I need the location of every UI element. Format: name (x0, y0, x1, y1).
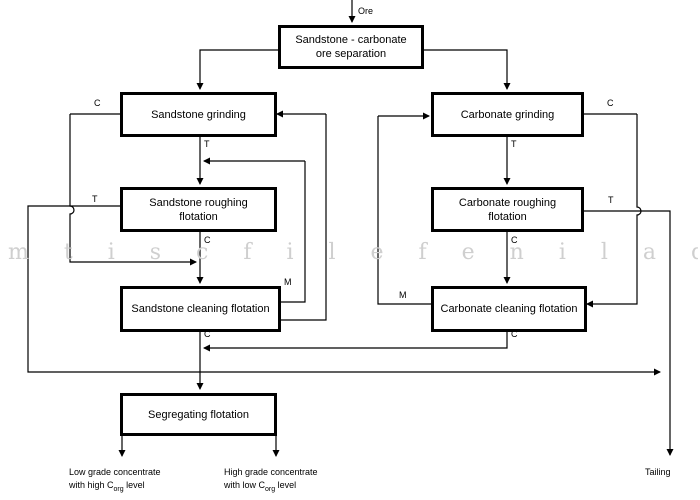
carbonate-cleaning-box: Carbonate cleaning flotation (431, 286, 587, 332)
s-outer-loop (281, 114, 327, 321)
c-conc-merge (203, 332, 508, 352)
label-c-srough: C (204, 235, 211, 245)
low-grade-line2: with high Corg level (69, 479, 161, 496)
sep-to-carb-arrow (423, 49, 511, 90)
label-m-cclean: M (399, 290, 407, 300)
sandstone-roughing-box: Sandstone roughing flotation (120, 187, 277, 232)
c-tail-line (583, 210, 674, 456)
label-m-sclean: M (284, 277, 292, 287)
carbonate-roughing-box: Carbonate roughing flotation (431, 187, 584, 232)
low-grade-prefix: with high C (69, 480, 114, 490)
low-grade-sub: org (113, 485, 124, 493)
label-c-crough: C (511, 235, 518, 245)
low-grade-level: level (126, 480, 145, 490)
low-grade-output: Low grade concentrate with high Corg lev… (69, 466, 161, 496)
s-m-loop (281, 161, 306, 303)
label-c-sclean: C (204, 329, 211, 339)
low-grade-line1: Low grade concentrate (69, 467, 161, 477)
label-c-cgrind: C (607, 98, 614, 108)
label-t-crough: T (608, 195, 614, 205)
watermark: m t i s c f i l e f e n i l a d j k s . … (8, 240, 698, 265)
tailing-output: Tailing (645, 467, 671, 477)
label-c-cclean: C (511, 329, 518, 339)
label-c-sgrind: C (94, 98, 101, 108)
high-grade-line2: with low Corg level (224, 479, 318, 496)
label-t-cgrind: T (511, 139, 517, 149)
sandstone-grinding-box: Sandstone grinding (120, 92, 277, 137)
high-grade-prefix: with low C (224, 480, 266, 490)
c-right-loop (586, 114, 642, 308)
label-t-srough: T (92, 194, 98, 204)
segregating-flotation-box: Segregating flotation (120, 393, 277, 436)
c-m-loop (377, 116, 431, 305)
sandstone-cleaning-box: Sandstone cleaning flotation (120, 286, 281, 332)
ore-label: Ore (358, 6, 374, 16)
label-t-sgrind: T (204, 139, 210, 149)
high-grade-line1: High grade concentrate (224, 467, 318, 477)
sep-to-sand-arrow (196, 49, 278, 90)
s-tail-line (27, 205, 661, 376)
high-grade-output: High grade concentrate with low Corg lev… (224, 466, 318, 496)
high-grade-sub: org (265, 485, 276, 493)
carbonate-grinding-box: Carbonate grinding (431, 92, 584, 137)
high-grade-level: level (277, 480, 297, 490)
separation-box: Sandstone - carbonate ore separation (278, 25, 424, 69)
